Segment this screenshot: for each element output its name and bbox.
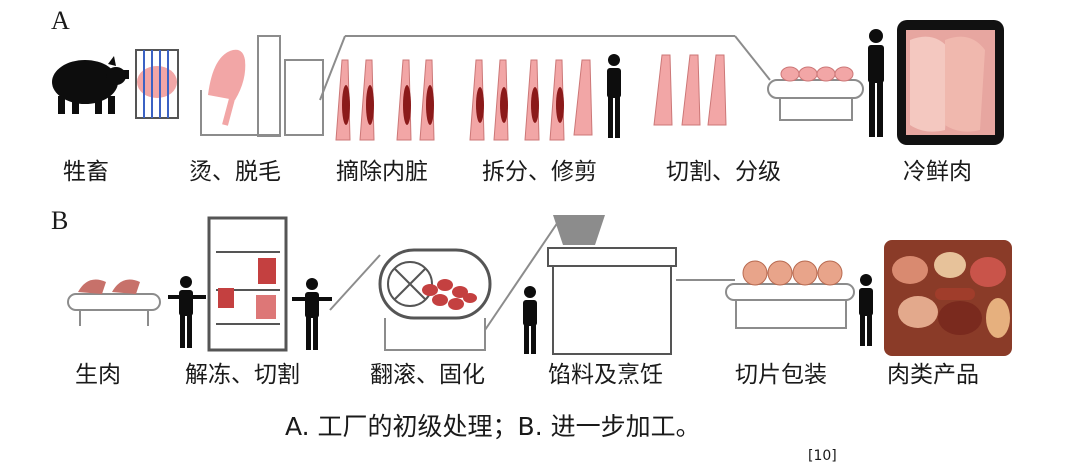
scalding-tank-icon: [200, 35, 324, 137]
worker-icon: [859, 274, 873, 346]
cooker-icon: [547, 215, 677, 355]
worker-icon: [292, 278, 332, 350]
step-b-3: 翻滚、固化: [370, 362, 485, 388]
worker-icon: [523, 286, 537, 354]
step-b-2: 解冻、切割: [185, 362, 300, 388]
conveyor-icon: [67, 279, 161, 326]
figure-caption: A. 工厂的初级处理；B. 进一步加工。: [285, 412, 701, 441]
hanging-carcass-icon: [469, 59, 593, 141]
step-b-4: 馅料及烹饪: [548, 362, 663, 388]
worker-icon: [607, 54, 621, 138]
step-b-6: 肉类产品: [887, 362, 979, 388]
meat-tray-icon: [897, 20, 1004, 145]
step-a-4: 拆分、修剪: [482, 159, 597, 185]
sliced-sausage-icon: [725, 260, 855, 329]
step-a-5: 切割、分级: [666, 159, 781, 185]
step-a-1: 牲畜: [63, 159, 109, 185]
hanging-carcass-icon: [653, 54, 727, 126]
meat-products-icon: [884, 240, 1012, 356]
step-b-1: 生肉: [75, 362, 121, 388]
panel-a-illustration: [52, 20, 1004, 145]
step-a-3: 摘除内脏: [336, 159, 428, 185]
caged-pig-icon: [135, 49, 179, 119]
reference-marker: [10]: [808, 448, 837, 464]
hanging-carcass-icon: [335, 59, 435, 141]
pig-icon: [52, 56, 129, 114]
panel-b-letter: B: [51, 206, 69, 235]
step-b-5: 切片包装: [735, 362, 827, 388]
panel-b-illustration: [67, 215, 1012, 356]
step-a-2: 烫、脱毛: [189, 159, 281, 185]
step-a-6: 冷鲜肉: [903, 159, 972, 185]
thaw-rack-icon: [207, 216, 288, 352]
conveyor-icon: [767, 66, 864, 121]
worker-icon: [168, 276, 206, 348]
worker-icon: [868, 29, 884, 137]
panel-a-letter: A: [51, 6, 70, 35]
tumbler-icon: [378, 248, 492, 351]
